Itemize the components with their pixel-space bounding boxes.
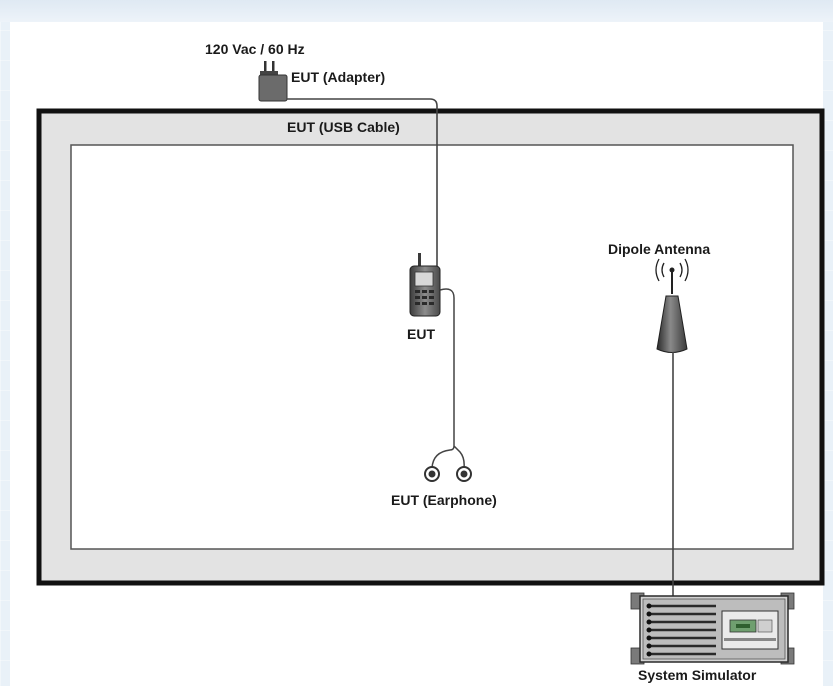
adapter-icon <box>258 61 288 102</box>
earphone-label: EUT (Earphone) <box>391 492 497 508</box>
system-simulator-icon <box>630 592 795 665</box>
usb-cable-line <box>287 98 438 272</box>
earphone-cable-line <box>431 288 465 469</box>
dipole-antenna-icon <box>655 258 689 353</box>
usb-cable-label: EUT (USB Cable) <box>287 119 400 135</box>
power-source-label: 120 Vac / 60 Hz <box>205 41 305 57</box>
adapter-label: EUT (Adapter) <box>291 69 385 85</box>
phone-icon <box>409 253 441 317</box>
top-background-strip <box>0 0 833 22</box>
earphone-icon <box>424 466 472 482</box>
eut-label: EUT <box>407 326 435 342</box>
dipole-antenna-label: Dipole Antenna <box>608 241 710 257</box>
shielded-chamber <box>36 108 825 586</box>
system-simulator-label: System Simulator <box>638 667 757 683</box>
